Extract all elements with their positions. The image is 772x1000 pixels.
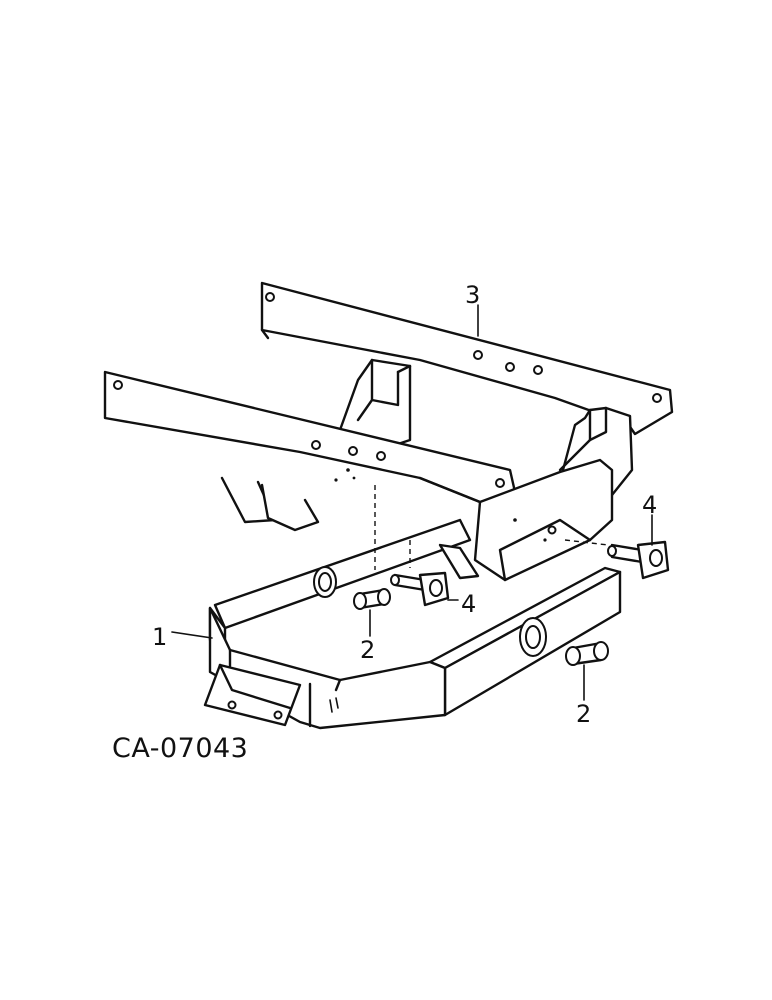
rail-hole bbox=[505, 362, 515, 372]
front-saddle-bracket bbox=[438, 458, 614, 582]
rail-hole bbox=[495, 478, 505, 488]
front-rail-legs bbox=[220, 476, 320, 532]
callout-2-right: 2 bbox=[576, 700, 591, 728]
front-mounting-rail bbox=[103, 370, 517, 504]
rail-hole bbox=[473, 350, 483, 360]
figure-id: CA-07043 bbox=[112, 733, 248, 764]
hitch-hole bbox=[273, 710, 283, 720]
callout-1: 1 bbox=[152, 623, 167, 651]
pin-right bbox=[607, 540, 670, 580]
bushing-right bbox=[565, 641, 609, 666]
pin-left bbox=[390, 571, 450, 607]
rear-mounting-rail bbox=[260, 281, 674, 436]
rail-hole bbox=[113, 380, 123, 390]
rail-hole bbox=[311, 440, 321, 450]
callout-4-left: 4 bbox=[461, 590, 476, 618]
bushing-left bbox=[353, 588, 391, 610]
base-frame bbox=[203, 518, 622, 730]
rail-hole bbox=[348, 446, 358, 456]
callout-3: 3 bbox=[465, 281, 480, 309]
rail-hole bbox=[652, 393, 662, 403]
callout-4-right: 4 bbox=[642, 491, 657, 519]
hitch-hole bbox=[227, 700, 237, 710]
rail-hole bbox=[533, 365, 543, 375]
leader-lines bbox=[171, 304, 653, 701]
rail-hole bbox=[265, 292, 275, 302]
rail-hole bbox=[376, 451, 386, 461]
callout-2-left: 2 bbox=[360, 636, 375, 664]
hidden-lines bbox=[374, 485, 609, 570]
bracket-hole bbox=[547, 525, 557, 535]
